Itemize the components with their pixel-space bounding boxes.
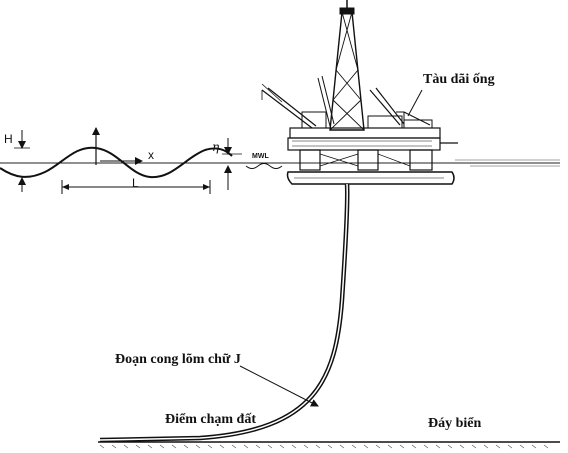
sag-bend-label: Đoạn cong lõm chữ J [115, 352, 241, 367]
seabed-label: Đáy biển [428, 416, 482, 431]
direction-label: x [148, 148, 154, 162]
vessel-leader [407, 89, 423, 117]
vessel-label: Tàu dãi ống [423, 72, 495, 87]
wave-height-label: H [4, 132, 13, 146]
mwl-label: MWL [252, 153, 269, 160]
mwl-ripple [245, 163, 283, 169]
wave-height-marker [14, 130, 30, 192]
touchdown-label: Điểm chạm đất [165, 412, 256, 427]
sag-bend-leader [239, 365, 319, 407]
water-surface-line [0, 159, 560, 167]
wave-length-label: L [132, 176, 139, 190]
elevation-label: η [212, 140, 220, 154]
elevation-marker [222, 138, 242, 190]
seabed-line [98, 441, 560, 449]
pipeline [99, 183, 350, 443]
wave-length-marker [61, 180, 211, 194]
wave-profile [0, 146, 233, 179]
pipelay-vessel [261, 0, 458, 185]
